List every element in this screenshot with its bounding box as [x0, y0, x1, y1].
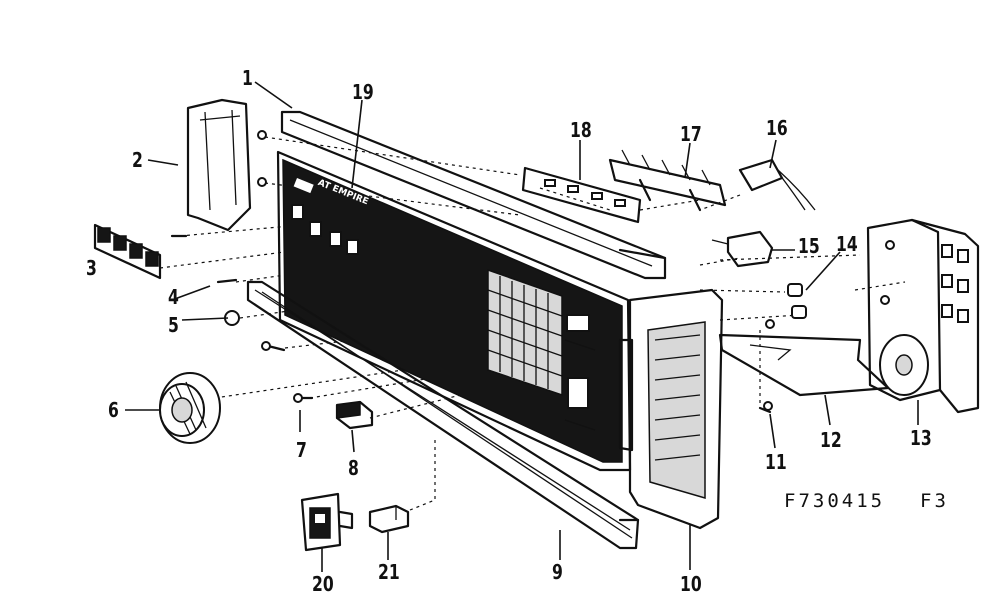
- callout-1: 1: [242, 66, 253, 90]
- callout-15: 15: [798, 234, 820, 258]
- part-15-plug: [711, 230, 774, 268]
- callout-7: 7: [296, 438, 307, 462]
- part-8-block: [335, 400, 374, 430]
- callout-5: 5: [168, 313, 179, 337]
- callout-18: 18: [570, 118, 592, 142]
- part-13-timer-housing: [866, 218, 980, 414]
- callout-4: 4: [168, 285, 179, 309]
- part-16-plug: [738, 158, 816, 211]
- callout-9: 9: [552, 560, 563, 584]
- callout-16: 16: [766, 116, 788, 140]
- part-3-button-block: [93, 223, 162, 280]
- figure-code: F730415: [784, 490, 886, 512]
- part-19-top-trim: [280, 110, 667, 280]
- callout-17: 17: [680, 122, 702, 146]
- part-2-left-bracket: [186, 98, 267, 232]
- part-20-rocker-switch: [300, 492, 354, 552]
- part-12-shield-plate: [718, 333, 890, 397]
- part-17-switch-bank: [608, 149, 727, 212]
- part-21-connector: [368, 504, 410, 534]
- callout-13: 13: [910, 426, 932, 450]
- callout-6: 6: [108, 398, 119, 422]
- part-6-control-knob: [159, 372, 221, 444]
- callout-21: 21: [378, 560, 400, 584]
- callout-10: 10: [680, 572, 702, 596]
- figure-sheet: F3: [920, 490, 949, 512]
- callout-19: 19: [352, 80, 374, 104]
- part-10-end-cap: [618, 288, 724, 530]
- small-hardware: [170, 234, 775, 414]
- part-18-terminal-strip: [521, 166, 642, 224]
- callout-3: 3: [86, 256, 97, 280]
- leader-lines: [125, 81, 919, 572]
- callout-20: 20: [312, 572, 334, 596]
- part-9-bottom-rail: [246, 280, 640, 550]
- part-1-control-panel: [276, 150, 632, 472]
- callout-12: 12: [820, 428, 842, 452]
- callout-2: 2: [132, 148, 143, 172]
- part-14-plugs: [787, 283, 807, 319]
- callout-8: 8: [348, 456, 359, 480]
- callout-11: 11: [765, 450, 787, 474]
- callout-14: 14: [836, 232, 858, 256]
